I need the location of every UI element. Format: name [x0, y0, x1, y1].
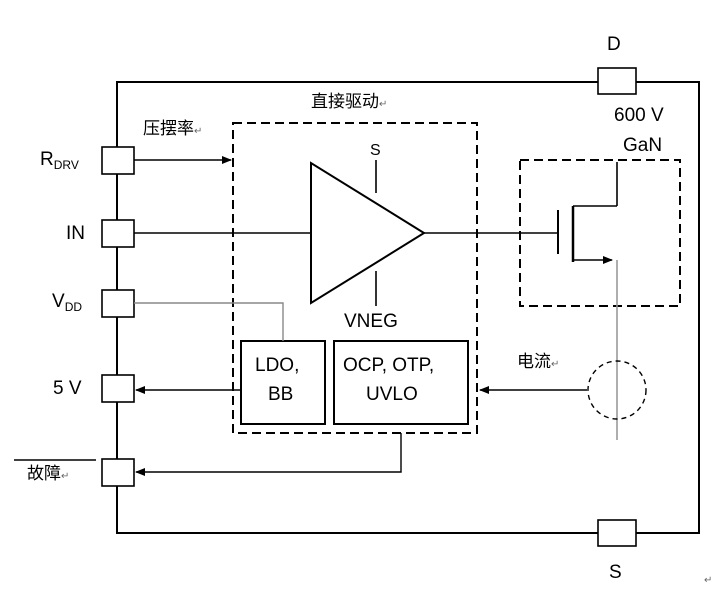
current-text: 电流 [517, 352, 551, 372]
pin-label-s: S [609, 562, 622, 583]
pin-label-5v: 5 V [53, 378, 82, 399]
fault-arrow [135, 433, 402, 476]
return-mark-fault: ↵ [61, 471, 70, 482]
pin-pad-s [597, 519, 637, 547]
rdrv-sub: DRV [53, 158, 79, 172]
direct-drive-box [232, 122, 478, 434]
pin-pad-in [101, 219, 135, 248]
protection-block [333, 340, 469, 425]
pin-pad-vdd [101, 289, 135, 318]
package-outline [116, 81, 700, 534]
pin-label-d: D [607, 34, 621, 55]
ldo-line2: BB [268, 384, 294, 405]
pin-pad-fault [101, 458, 135, 487]
amp-vneg-label: VNEG [344, 311, 398, 332]
gan-label: GaN [623, 135, 663, 156]
pin-label-fault: 故障↵ [27, 466, 69, 483]
ldo-line1: LDO, [255, 355, 300, 376]
gan-voltage-label: 600 V [614, 105, 664, 126]
vdd-main: V [52, 291, 65, 312]
return-mark-corner: ↵ [704, 575, 713, 586]
amp-s-label: S [370, 142, 381, 159]
vdd-feed-line [134, 302, 284, 341]
vdd-sub: DD [64, 300, 83, 314]
pin-pad-rdrv [101, 146, 135, 175]
rdrv-main: R [40, 149, 54, 170]
current-label: 电流↵ [517, 354, 559, 371]
direct-drive-label: 直接驱动↵ [311, 94, 387, 111]
fault-text: 故障 [27, 464, 61, 484]
pin-pad-5v [101, 374, 135, 403]
return-mark-current: ↵ [551, 359, 560, 370]
slew-rate-label: 压摆率↵ [143, 121, 202, 138]
pin-label-rdrv: RDRV [40, 149, 79, 172]
current-sense-ring [587, 360, 647, 420]
return-mark-slew: ↵ [194, 126, 203, 137]
ldo-bb-block [240, 340, 326, 425]
prot-line2: UVLO [366, 384, 418, 405]
prot-line1: OCP, OTP, [343, 355, 435, 376]
pin-label-vdd: VDD [52, 291, 83, 314]
pin-pad-d [597, 67, 637, 95]
direct-drive-text: 直接驱动 [311, 92, 379, 112]
pin-label-in: IN [66, 223, 85, 244]
driver-amplifier [310, 161, 426, 305]
return-mark-drive: ↵ [379, 99, 388, 110]
slew-rate-text: 压摆率 [143, 119, 194, 139]
